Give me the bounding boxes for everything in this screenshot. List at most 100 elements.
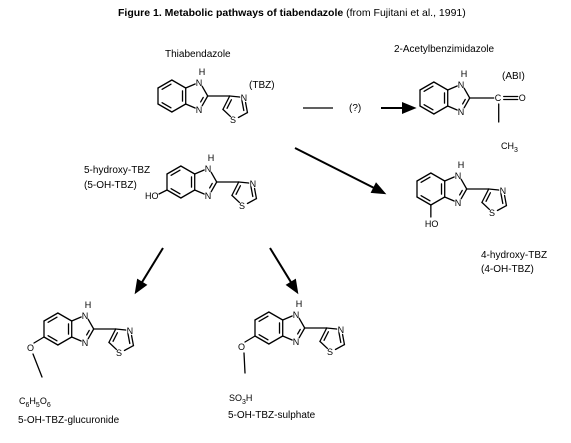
abi-n3-atom: N [457, 107, 465, 117]
gluc-benzene-double [47, 316, 58, 323]
tbz-n1-atom: N [195, 78, 203, 88]
tbz-thiazole-double [226, 99, 233, 109]
oh5-n1-atom: N [204, 164, 212, 174]
tbz-imid-double [200, 96, 204, 103]
sulf-thiazole-n-atom: N [337, 324, 345, 335]
figure-title-main: Figure 1. Metabolic pathways of tiabenda… [118, 7, 344, 19]
gluc-sugar-bond [32, 353, 43, 378]
gluc-c-sub: 6 [25, 401, 30, 409]
gluc-o: O [39, 396, 47, 406]
5oh-to-glucuronide-arrow [139, 247, 164, 286]
sulf-thiazole-double [338, 332, 342, 344]
oh5-thiazole-double [250, 186, 254, 198]
oh5-benzene-bond [180, 165, 196, 175]
oh5-thiazole-bond [231, 181, 240, 197]
gluc-benzene-bond [43, 312, 59, 322]
oh4-imid-double [459, 189, 463, 196]
oh5-ho-atom: HO [144, 191, 159, 201]
gluc-nh-h-atom: H [84, 300, 92, 310]
glucuronide-group-label: C6H5O6 [19, 396, 51, 411]
sulf-imid-bond [298, 327, 306, 339]
gluc-thiazole-bond [123, 344, 135, 352]
sulf-imid-bond [282, 315, 293, 321]
sulf-thiazole-bond [319, 327, 328, 343]
gluc-imid-double [86, 329, 90, 336]
oh4-n3-atom: N [454, 198, 462, 208]
tbz-thiazole-bond [229, 95, 241, 98]
tbz-abbr: (TBZ) [249, 80, 275, 91]
oh5-name: 5-hydroxy-TBZ [84, 165, 151, 176]
gluc-thiazole-bond [130, 334, 135, 347]
tbz-thiazole-bond [222, 95, 231, 111]
oh4-thiazole-n-atom: N [499, 185, 507, 196]
sulf-o-bond [244, 335, 256, 343]
oh5-thiazole-bond [238, 181, 250, 184]
oh4-ho-atom: HO [424, 219, 439, 229]
gluc-c: C [19, 396, 26, 406]
tbz-n3-atom: N [195, 105, 203, 115]
oh5-thiazole-bond [246, 197, 258, 205]
tbz-name: Thiabendazole [165, 49, 231, 60]
tbz-imid-bond [185, 103, 196, 109]
tbz-imid-bond [201, 95, 209, 107]
tbz-thiazole-n-atom: N [240, 92, 248, 103]
5oh-to-sulphate-arrow [269, 247, 294, 286]
oh5-imid-bond [210, 181, 218, 193]
oh4-thiazole-bond [503, 194, 508, 207]
tbz-benzene-double [161, 102, 172, 109]
tbz-benzene-bond [157, 103, 173, 113]
oh5-thiazole-n-atom: N [249, 178, 257, 189]
abi-name: 2-Acetylbenzimidazole [394, 44, 495, 55]
abi-abbr: (ABI) [502, 71, 525, 82]
abi-imid-double [462, 98, 466, 105]
abi-oxygen-atom: O [518, 93, 526, 103]
tbz-benzene-bond [171, 79, 187, 89]
oh5-thiazole-s-atom: S [239, 200, 246, 211]
tbz-thiazole-bond [244, 101, 249, 114]
oh5-nh-h-atom: H [207, 153, 215, 163]
sulf-thiazole-bond [341, 333, 346, 346]
oh4-benzene-double [420, 176, 431, 183]
gluc-n3-atom: N [81, 338, 89, 348]
gluc-imid-bond [87, 328, 95, 340]
abi-imid-bond [447, 105, 458, 111]
oh5-thiazole-double [235, 185, 242, 195]
sulf-so3-bond [243, 352, 246, 374]
gluc-thiazole-bond [108, 341, 118, 351]
figure-title: Figure 1. Metabolic pathways of tiabenda… [118, 7, 466, 19]
oh4-imid-bond [444, 196, 455, 202]
abi-carbonyl-c-atom: C [494, 93, 502, 103]
gluc-h: H [29, 396, 36, 406]
gluc-h-sub: 5 [35, 401, 40, 409]
oh4-imid-bond [460, 188, 468, 200]
sulf-imid-bond [298, 317, 306, 329]
sulf-o-atom: O [237, 342, 245, 352]
sulf-benzene-bond [254, 311, 270, 321]
sulf-benzene-double [258, 334, 269, 341]
gluc-o-atom: O [26, 343, 34, 353]
gluc-imid-bond [71, 316, 82, 322]
sulf-thiazole-bond [319, 340, 329, 350]
gluc-o-bond [33, 336, 45, 344]
gluc-benzene-double [47, 335, 58, 342]
oh5-imid-bond [194, 189, 205, 195]
sulf-benzene-double [258, 315, 269, 322]
gluc-thiazole-double [127, 333, 131, 345]
sulf-thiazole-bond [334, 343, 346, 351]
oh4-imid-bond [460, 178, 468, 190]
sulphate-name: 5-OH-TBZ-sulphate [228, 410, 316, 421]
reaction-uncertain-label: (?) [349, 103, 362, 114]
5oh-to-glucuronide-arrow-head [134, 278, 148, 295]
gluc-thiazole-bond [108, 328, 117, 344]
gluc-benzene-bond [43, 336, 59, 346]
abi-imid-bond [463, 87, 471, 99]
gluc-benzene-bond [57, 312, 73, 322]
sulf-imid-double [297, 328, 301, 335]
abi-imid-bond [463, 97, 471, 109]
sulf-nh-h-atom: H [295, 299, 303, 309]
gluc-thiazole-bond [115, 328, 127, 331]
sulf-n1-atom: N [292, 310, 300, 320]
oh4-n1-atom: N [454, 171, 462, 181]
oh4-benzene-bond [416, 172, 432, 182]
